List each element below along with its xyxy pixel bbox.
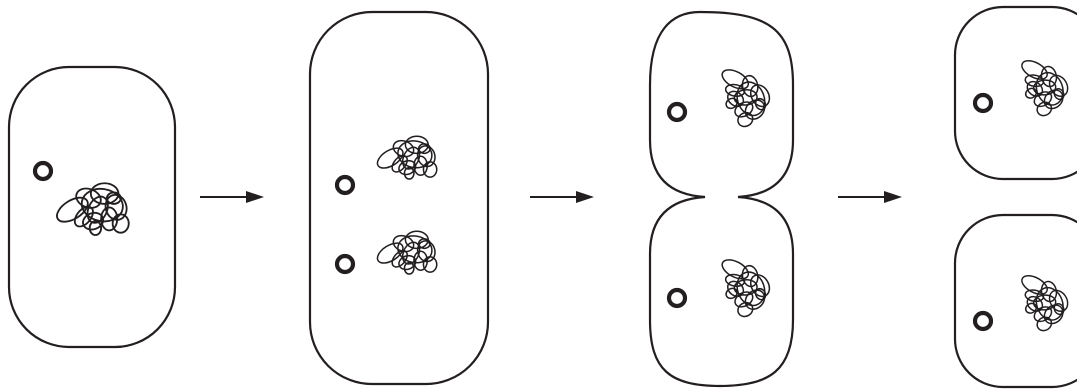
plasmid-ring-icon bbox=[32, 160, 54, 182]
plasmid-ring-icon bbox=[666, 101, 688, 123]
plasmid-ring-icon bbox=[334, 174, 356, 196]
chromosome-tangle-icon bbox=[1008, 260, 1077, 336]
chromosome-tangle-icon bbox=[708, 53, 779, 132]
plasmid-ring-icon bbox=[334, 253, 356, 275]
chromosome-tangle-icon bbox=[1008, 45, 1077, 121]
stage-daughter-cells bbox=[953, 5, 1077, 389]
right-arrow-icon bbox=[837, 190, 903, 204]
plasmid-ring-icon bbox=[666, 287, 688, 309]
stage-dividing-cell bbox=[648, 10, 795, 388]
right-arrow-icon bbox=[199, 190, 265, 204]
plasmid-ring-icon bbox=[972, 310, 994, 332]
chromosome-tangle-icon bbox=[51, 182, 131, 236]
cell-membrane bbox=[7, 65, 177, 349]
chromosome-tangle-icon bbox=[373, 230, 439, 275]
cell-membrane bbox=[953, 213, 1077, 389]
right-arrow-icon bbox=[529, 190, 595, 204]
cell-membrane bbox=[953, 5, 1077, 181]
stage-replicated-cell bbox=[308, 10, 490, 386]
stage-single-cell bbox=[7, 65, 177, 349]
plasmid-ring-icon bbox=[972, 92, 994, 114]
chromosome-tangle-icon bbox=[708, 243, 779, 322]
cell-membrane bbox=[648, 10, 795, 388]
chromosome-tangle-icon bbox=[373, 135, 439, 180]
cell-membrane bbox=[308, 10, 490, 386]
